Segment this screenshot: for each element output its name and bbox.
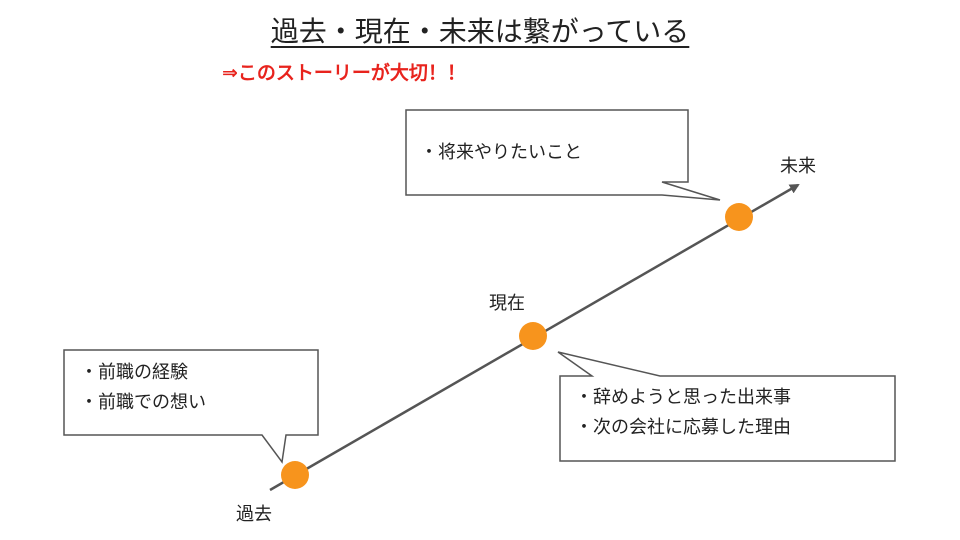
callout-past-line: ・前職での想い <box>80 392 206 413</box>
past-marker <box>281 461 309 489</box>
callout-present-line: ・辞めようと思った出来事 <box>575 387 791 408</box>
past-label: 過去 <box>236 504 272 525</box>
present-label: 現在 <box>489 293 525 314</box>
callout-past-line: ・前職の経験 <box>80 362 188 383</box>
callout-future-line: ・将来やりたいこと <box>420 142 582 163</box>
callout-future-text: ・将来やりたいこと <box>420 138 582 168</box>
future-marker <box>725 203 753 231</box>
callout-present-line: ・次の会社に応募した理由 <box>575 417 791 438</box>
future-label: 未来 <box>780 156 816 177</box>
callout-future-box <box>405 109 721 201</box>
slide-subtitle: ⇒このストーリーが大切！！ <box>222 62 466 84</box>
callout-present-text: ・辞めようと思った出来事 ・次の会社に応募した理由 <box>575 383 791 443</box>
present-marker <box>519 322 547 350</box>
callout-present-box <box>557 351 896 462</box>
slide-title: 過去・現在・未来は繋がっている <box>270 15 690 48</box>
callout-past-text: ・前職の経験 ・前職での想い <box>80 358 206 418</box>
callout-past-box <box>63 349 319 464</box>
